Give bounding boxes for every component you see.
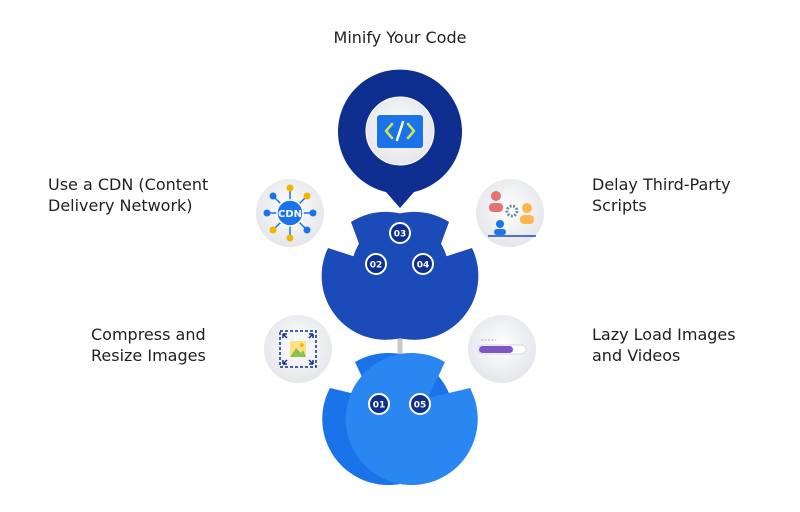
image-resize-icon [279,330,317,368]
badge-05: 05 [409,393,431,415]
loading-bar-icon [477,339,527,355]
svg-text:02: 02 [370,261,383,271]
step-03-bubble [337,69,462,208]
badge-02: 02 [365,253,387,275]
step-02-label: Use a CDN (Content Delivery Network) [48,175,209,215]
svg-text:01: 01 [373,401,386,411]
step-03-label: Minify Your Code [333,28,467,47]
team-settings-icon [488,191,536,237]
step-04-bubble [350,179,544,340]
badge-01: 01 [368,393,390,415]
svg-text:05: 05 [414,401,427,411]
code-brackets-icon [377,115,423,148]
badge-04: 04 [412,253,434,275]
step-01-label: Compress and Resize Images [91,325,206,365]
step-04-label: Delay Third-Party Scripts [592,175,731,215]
cdn-network-icon [263,184,317,242]
step-05-label: Lazy Load Images and Videos [592,325,736,365]
svg-text:04: 04 [417,261,430,271]
cdn-icon-text: CDN [278,209,302,220]
step-badges: 03 02 04 01 05 [365,222,434,415]
badge-03: 03 [389,222,411,244]
svg-text:03: 03 [394,230,407,240]
step-05-bubble [345,315,536,486]
